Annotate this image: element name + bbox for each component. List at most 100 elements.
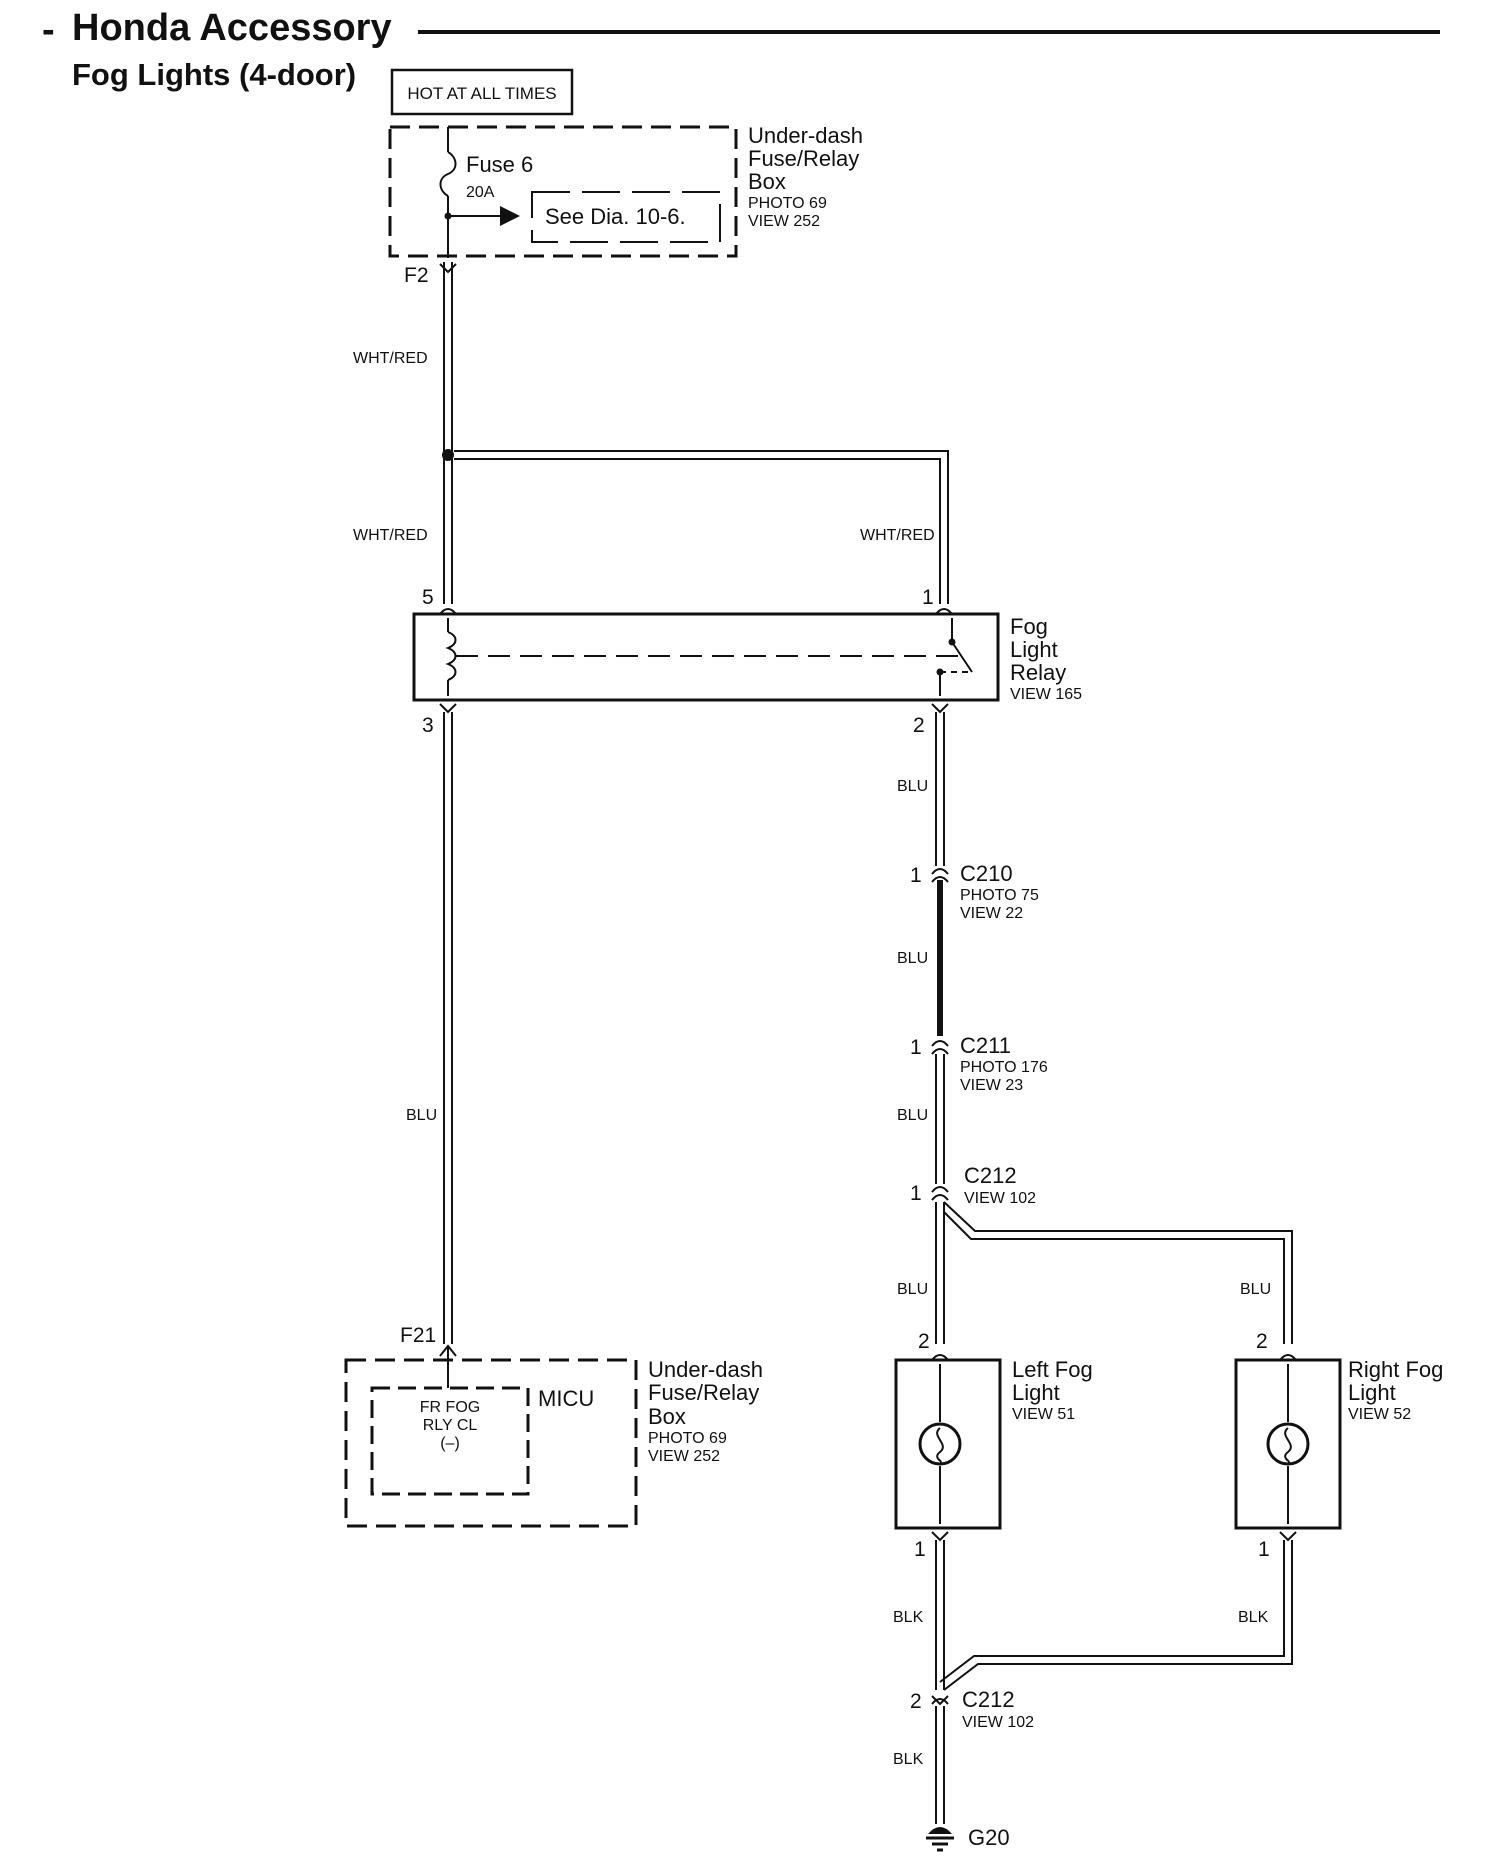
micu-name: MICU [538,1386,594,1411]
left-fog-pin-top: 2 [918,1330,930,1353]
wire-c212-to-ground [935,1706,945,1824]
relay-name-3: Relay [1010,660,1066,685]
hot-at-all-times-box [390,68,574,116]
c211-connector-symbol [931,1040,949,1055]
right-fog-name-2: Light [1348,1380,1396,1405]
wire-splice-to-relay-pin5 [443,458,453,604]
micu-box-photo: PHOTO 69 [648,1430,727,1447]
left-fog-pin-bottom-mark [931,1531,949,1542]
right-fog-name-1: Right Fog [1348,1357,1443,1382]
c212-top-view: VIEW 102 [964,1190,1036,1207]
micu-box-name-2: Fuse/Relay [648,1380,759,1405]
left-fog-pin-bottom: 1 [914,1538,926,1561]
c210-connector-symbol [931,868,949,883]
micu-inner-3: (–) [440,1435,460,1452]
wire-color-blk-1: BLK [893,1609,924,1626]
c212-bottom-name: C212 [962,1687,1015,1712]
c210-photo: PHOTO 75 [960,887,1039,904]
fuse-relay-box-top [388,125,738,258]
wire-color-blu-2: BLU [897,778,928,795]
relay-name-1: Fog [1010,614,1048,639]
relay-switch-arm [951,641,973,673]
wire-left-fog-to-c212 [935,1540,945,1690]
micu-box-view: VIEW 252 [648,1448,720,1465]
wire-color-blu-6: BLU [1240,1281,1271,1298]
c212-bottom-view: VIEW 102 [962,1714,1034,1731]
c212-top-pin: 1 [910,1182,922,1205]
right-fog-view: VIEW 52 [1348,1406,1411,1423]
right-fog-pin-bottom: 1 [1258,1538,1270,1561]
wire-splice-to-relay-pin1 [454,450,949,604]
f2-terminal-mark [439,263,457,274]
micu-box-name-1: Under-dash [648,1357,763,1382]
right-fog-filament [1284,1427,1292,1463]
wire-relay-pin2-to-c210 [935,712,945,866]
right-fog-pin-bottom-mark [1279,1531,1297,1542]
micu-box-name-3: Box [648,1404,686,1429]
c212-bottom-connector-symbol [931,1695,949,1706]
micu-fuse-relay-box [344,1358,638,1528]
c211-name: C211 [960,1033,1011,1058]
fuse-name: Fuse 6 [466,152,533,177]
c212-bottom-pin: 2 [910,1690,922,1713]
wire-right-fog-to-c212 [939,1540,1293,1691]
wire-color-blk-2: BLK [1238,1609,1269,1626]
wire-fuse-to-splice [443,262,453,452]
relay-name-2: Light [1010,637,1058,662]
fuse-6-symbol [439,151,457,197]
terminal-f21: F21 [400,1324,436,1347]
fuse-box-view: VIEW 252 [748,213,820,230]
micu-inner-2: RLY CL [423,1417,478,1434]
left-fog-filament [936,1427,944,1463]
c211-photo: PHOTO 176 [960,1059,1048,1076]
fog-light-relay-box [412,612,1000,702]
c210-pin: 1 [910,864,922,887]
wire-c212-to-right-fog [943,1201,1293,1344]
fuse-box-name-2: Fuse/Relay [748,146,859,171]
relay-view: VIEW 165 [1010,686,1082,703]
see-dia-ref: See Dia. 10-6. [545,204,686,229]
terminal-f2: F2 [404,264,429,287]
c211-pin: 1 [910,1036,922,1059]
left-fog-name-1: Left Fog [1012,1357,1093,1382]
wire-color-wht-red-3: WHT/RED [860,527,935,544]
right-fog-bulb-icon [1266,1422,1310,1466]
micu-unit-box [370,1386,530,1496]
page-subtitle: Fog Lights (4-door) [72,57,356,92]
left-fog-name-2: Light [1012,1380,1060,1405]
hot-at-all-times-label: HOT AT ALL TIMES [407,84,556,103]
page-title: Honda Accessory [72,7,392,49]
wire-color-blu-5: BLU [897,1281,928,1298]
wire-relay-pin3-to-micu [443,712,453,1344]
c210-view: VIEW 22 [960,905,1023,922]
wire-c211-to-c212 [935,1054,945,1184]
wire-color-blk-3: BLK [893,1751,924,1768]
relay-pin-3: 3 [422,714,434,737]
c212-top-connector-symbol [931,1186,949,1201]
wire-c212-to-left-fog [935,1202,945,1344]
see-dia-box [531,191,721,243]
left-fog-light-box [894,1358,1002,1530]
relay-pin-5: 5 [422,586,434,609]
right-fog-pin-top: 2 [1256,1330,1268,1353]
c210-name: C210 [960,861,1013,886]
left-fog-bulb-icon [918,1422,962,1466]
relay-pin2-mark [931,703,949,714]
wire-color-wht-red-2: WHT/RED [353,527,428,544]
ground-icon [926,1827,954,1852]
header-dash: - [42,9,55,51]
relay-pin-1: 1 [922,586,934,609]
fuse-box-photo: PHOTO 69 [748,195,827,212]
fuse-box-name-1: Under-dash [748,123,863,148]
wire-color-blu-4: BLU [897,1107,928,1124]
relay-coil-symbol [445,631,457,681]
fuse-rating: 20A [466,184,495,201]
wire-color-wht-red-1: WHT/RED [353,350,428,367]
c212-top-name: C212 [964,1163,1017,1188]
right-fog-light-box [1234,1358,1342,1530]
left-fog-view: VIEW 51 [1012,1406,1075,1423]
wire-color-blu-3: BLU [897,950,928,967]
relay-pin3-mark [439,703,457,714]
micu-inner-1: FR FOG [420,1399,480,1416]
